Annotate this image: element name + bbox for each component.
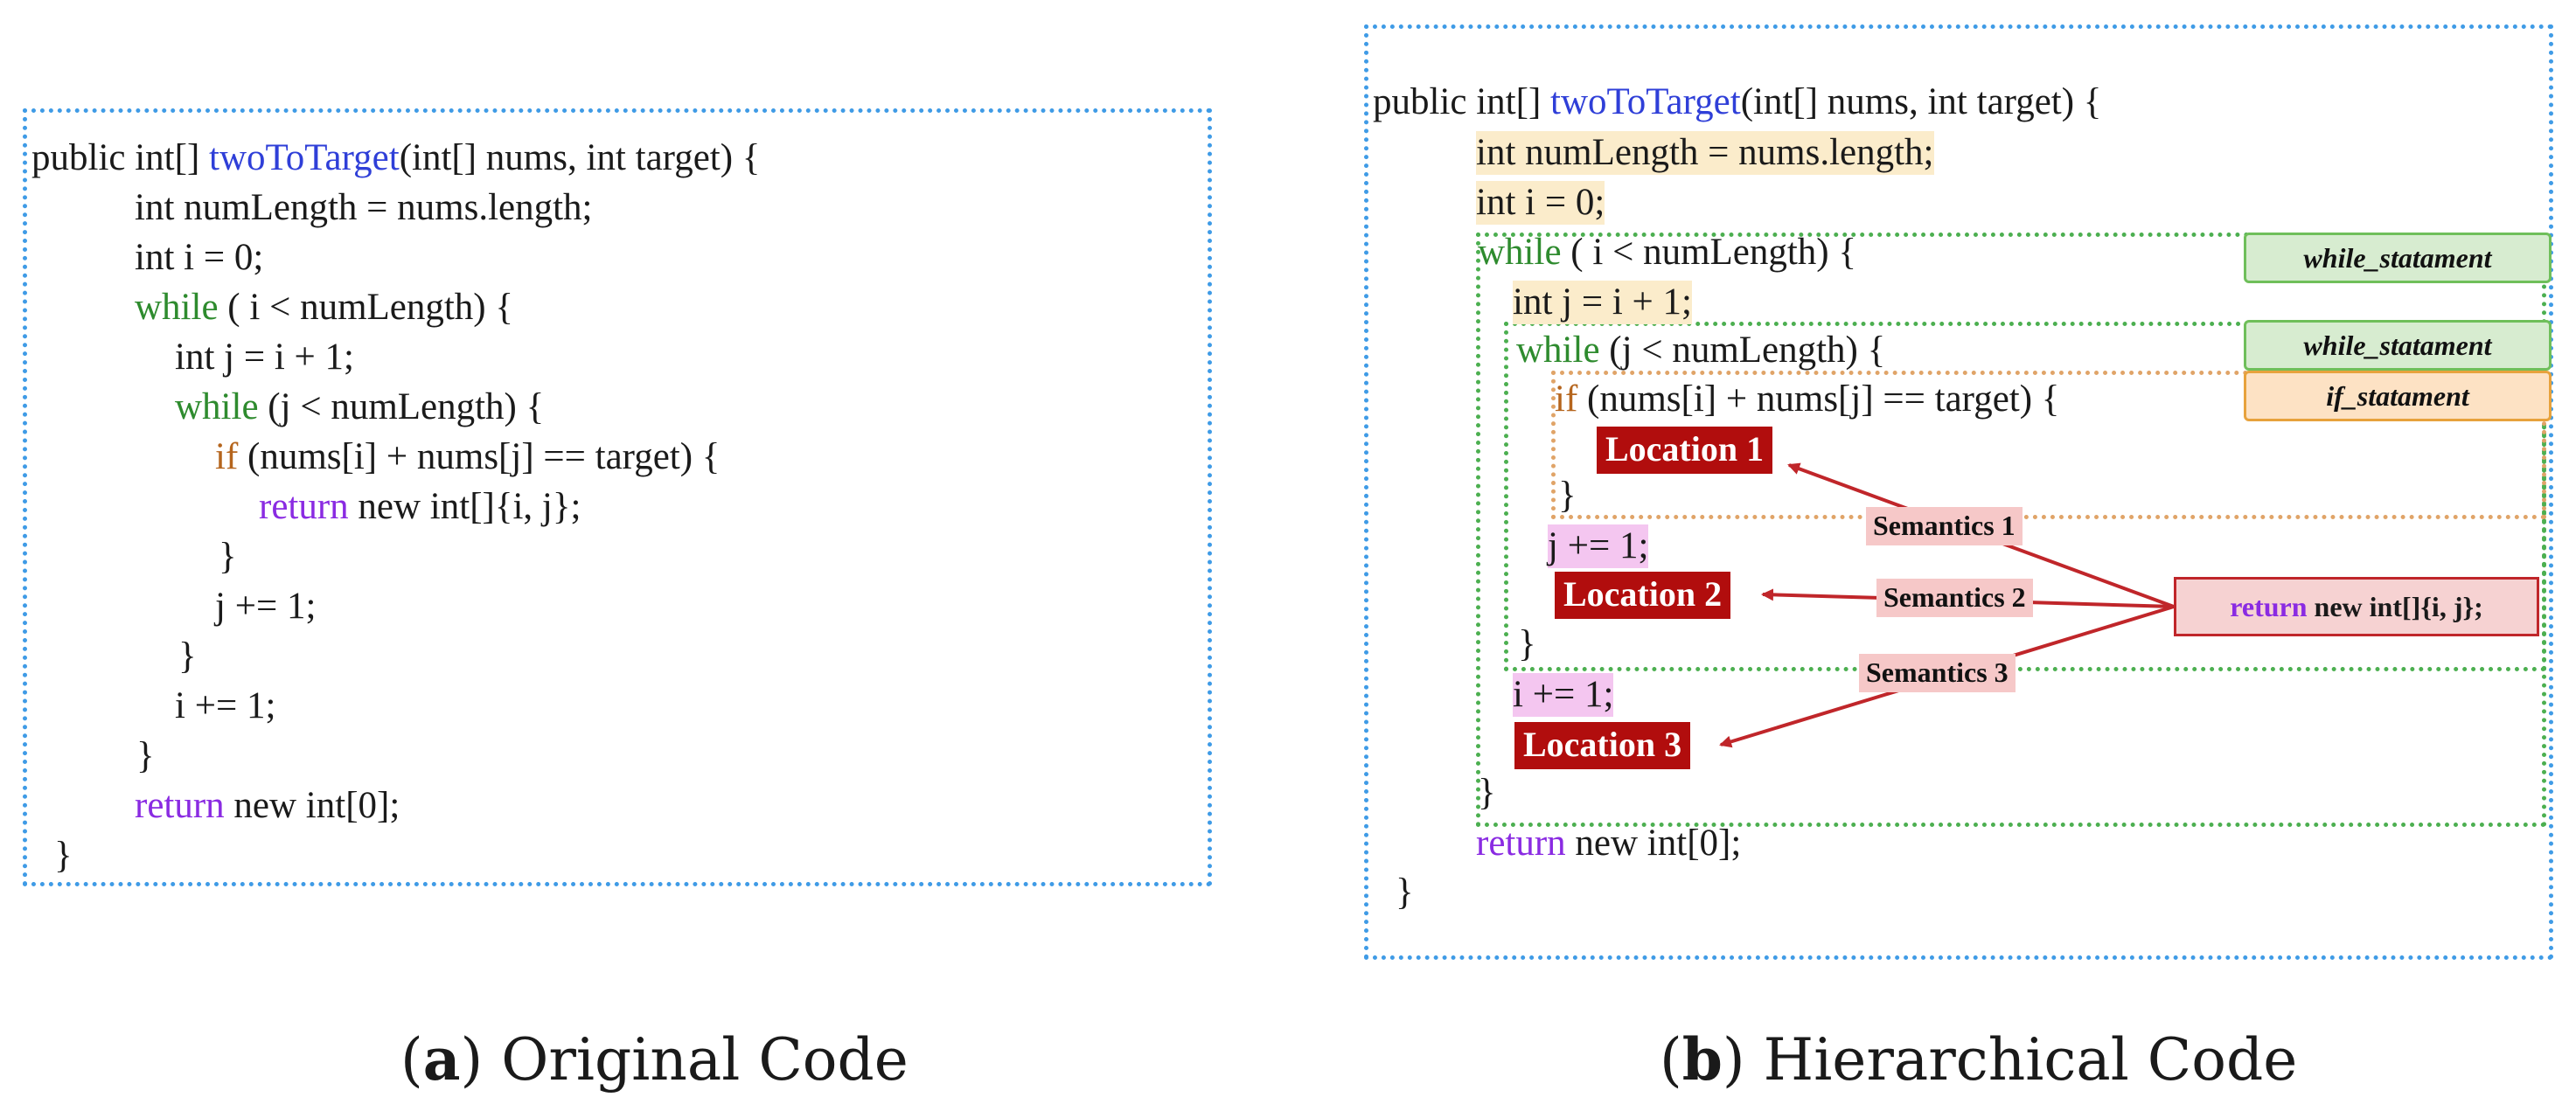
original-code-panel [23,108,1212,886]
code-line-return: return new int[]{i, j}; [259,485,581,529]
code-line-highlighted: j += 1; [1548,524,1649,568]
code-text: new int[]{i, j}; [2307,591,2483,622]
caption-paren: ) [460,1026,484,1094]
code-line-highlighted: int i = 0; [1476,181,1605,225]
keyword-while: while [1478,232,1562,273]
code-line-signature: public int[] twoToTarget(int[] nums, int… [1373,80,2101,124]
if-scope [1551,371,2546,519]
semantics-2-label: Semantics 2 [1876,579,2033,617]
code-text: new int[0]; [224,785,400,826]
caption-letter: a [422,1025,461,1094]
caption-title: Hierarchical Code [1744,1026,2298,1094]
code-line: } [1518,623,1536,664]
code-line: } [136,735,155,776]
caption-title: Original Code [483,1026,909,1094]
caption-paren: ( [1660,1026,1682,1094]
keyword-return: return [259,486,349,527]
code-text: public int[] [31,137,210,178]
keyword-return: return [1476,823,1566,864]
inner-while-tag: while_statament [2244,320,2552,371]
code-line-while: while (j < numLength) { [175,385,544,429]
code-text: (nums[i] + nums[j] == target) { [238,436,721,477]
caption-original-code: (a) Original Code [400,1024,909,1095]
code-line-return: return new int[0]; [1476,822,1741,865]
code-text: new int[0]; [1565,823,1742,864]
code-line-if: if (nums[i] + nums[j] == target) { [215,435,720,479]
code-line: int i = 0; [135,237,264,278]
caption-hierarchical-code: (b) Hierarchical Code [1660,1024,2297,1095]
code-text: ( i < numLength) { [1561,232,1857,273]
caption-paren: ) [1722,1026,1745,1094]
code-text: public int[] [1373,81,1551,122]
code-text: new int[]{i, j}; [348,486,581,527]
code-line-highlighted: int j = i + 1; [1513,281,1692,324]
code-line: } [1478,772,1496,813]
keyword-return: return [135,785,225,826]
code-text: ( i < numLength) { [218,287,514,328]
code-line-while: while ( i < numLength) { [135,286,513,330]
function-name: twoToTarget [1550,81,1741,122]
code-line: i += 1; [175,685,276,726]
code-text: (j < numLength) { [258,386,545,427]
caption-paren: ( [400,1026,423,1094]
code-line-return: return new int[0]; [135,784,400,828]
code-line: int numLength = nums.length; [135,187,593,228]
hierarchical-code-panel [1364,24,2553,960]
code-line: } [219,536,237,577]
keyword-if: if [215,436,239,477]
return-statement-box: return new int[]{i, j}; [2174,577,2539,636]
caption-letter: b [1681,1025,1723,1094]
keyword-while: while [135,287,219,328]
keyword-while: while [175,386,259,427]
location-2-marker: Location 2 [1555,572,1731,619]
code-line-while: while ( i < numLength) { [1478,231,1856,274]
code-line: j += 1; [215,586,317,627]
code-line: } [178,635,197,677]
semantics-3-label: Semantics 3 [1859,654,2016,692]
keyword-return: return [2230,591,2308,622]
code-text: (int[] nums, int target) { [1740,81,2102,122]
code-line-while: while (j < numLength) { [1516,329,1885,372]
code-line: int j = i + 1; [175,337,354,378]
keyword-if: if [1555,378,1578,420]
code-line-highlighted: i += 1; [1513,673,1614,717]
outer-while-tag: while_statament [2244,233,2552,283]
location-3-marker: Location 3 [1514,722,1691,769]
code-line-if: if (nums[i] + nums[j] == target) { [1555,378,2059,421]
code-line-signature: public int[] twoToTarget(int[] nums, int… [31,136,760,180]
code-line: } [54,835,73,876]
code-text: (j < numLength) { [1599,330,1886,371]
code-line-highlighted: int numLength = nums.length; [1476,131,1934,175]
code-line: } [1558,475,1577,516]
code-text: (int[] nums, int target) { [399,137,761,178]
keyword-while: while [1516,330,1600,371]
function-name: twoToTarget [209,137,400,178]
location-1-marker: Location 1 [1597,427,1773,474]
semantics-1-label: Semantics 1 [1866,507,2023,545]
code-line: } [1396,871,1414,913]
code-text: (nums[i] + nums[j] == target) { [1577,378,2060,420]
if-tag: if_statament [2244,371,2552,421]
